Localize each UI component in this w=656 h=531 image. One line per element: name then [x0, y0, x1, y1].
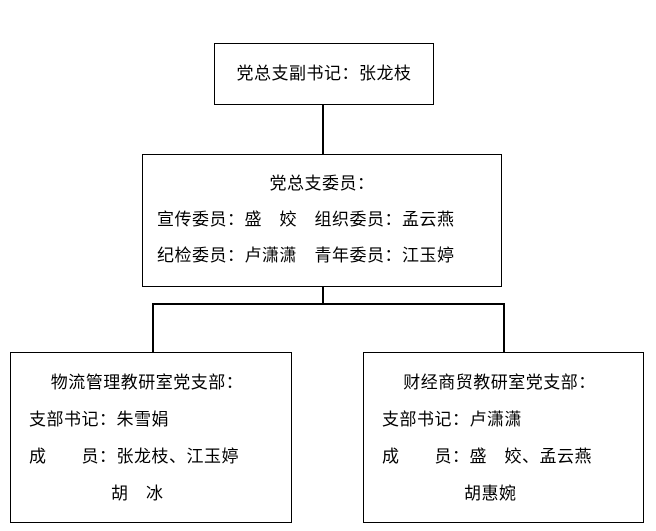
branch-logistics-members-overflow: 胡 冰: [111, 483, 164, 504]
connector-bus-to-branch-logistics: [152, 303, 154, 353]
committee-title: 党总支委员：: [269, 174, 375, 194]
branch-logistics-title: 物流管理教研室党支部：: [50, 372, 244, 393]
connector-vice-secretary-to-committee: [322, 105, 324, 154]
branch-finance-title: 财经商贸教研室党支部：: [403, 372, 596, 393]
committee-row-discipline-youth: 纪检委员：卢潇潇 青年委员：江玉婷: [157, 246, 455, 266]
node-branch-logistics: 物流管理教研室党支部： 支部书记：朱雪娟 成 员：张龙枝、江玉婷 胡 冰: [10, 352, 292, 523]
connector-bus-to-branch-finance: [503, 303, 505, 353]
committee-row-publicity-organization: 宣传委员：盛 姣 组织委员：孟云燕: [157, 210, 455, 230]
node-vice-secretary: 党总支副书记：张龙枝: [214, 43, 434, 105]
branch-finance-secretary: 支部书记：卢潇潇: [382, 409, 522, 430]
connector-committee-stem: [322, 287, 324, 305]
connector-branch-bus: [152, 303, 504, 305]
node-branch-finance: 财经商贸教研室党支部： 支部书记：卢潇潇 成 员：盛 姣、孟云燕 胡惠婉: [363, 352, 644, 523]
vice-secretary-line: 党总支副书记：张龙枝: [236, 63, 412, 84]
branch-finance-members-overflow: 胡惠婉: [464, 483, 517, 504]
branch-logistics-members: 成 员：张龙枝、江玉婷: [29, 446, 239, 467]
branch-logistics-secretary: 支部书记：朱雪娟: [29, 409, 169, 430]
branch-finance-members: 成 员：盛 姣、孟云燕: [382, 446, 592, 467]
node-committee: 党总支委员： 宣传委员：盛 姣 组织委员：孟云燕 纪检委员：卢潇潇 青年委员：江…: [142, 154, 502, 287]
